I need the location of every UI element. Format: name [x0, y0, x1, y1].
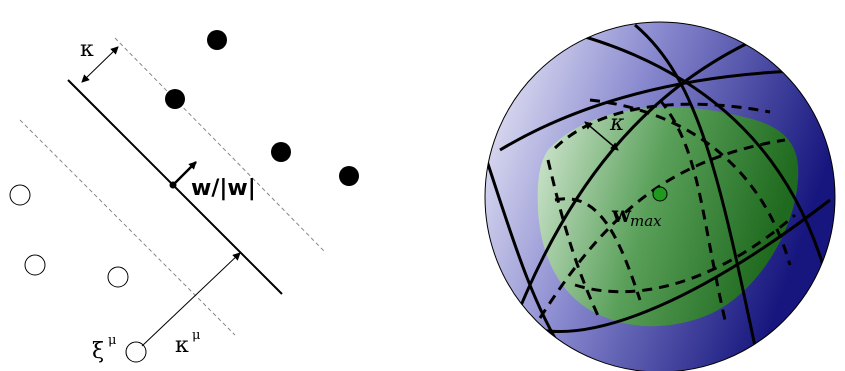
xi-superscript: μ — [108, 333, 116, 348]
version-space-panel: κ w max — [485, 22, 840, 371]
kappa-mu-superscript: μ — [192, 328, 200, 343]
kappa-mu-label: κ — [175, 333, 189, 358]
kappa-label: κ — [80, 37, 94, 62]
wmax-label: w — [611, 202, 632, 228]
wmax-point — [653, 187, 667, 201]
positive-point — [165, 89, 185, 109]
margin-line-upper — [115, 38, 325, 252]
negative-point — [25, 255, 45, 275]
positive-point — [271, 142, 291, 162]
kappa-mu-arrow — [142, 253, 240, 346]
wmax-subscript: max — [630, 212, 662, 230]
margin-line-lower — [20, 120, 235, 335]
negative-point — [108, 267, 128, 287]
perceptron-panel: κ w/|w| κ μ ξ μ — [10, 30, 359, 364]
sphere-kappa-label: κ — [609, 111, 625, 136]
negative-point — [10, 185, 30, 205]
positive-point — [207, 30, 227, 50]
positive-point — [339, 166, 359, 186]
xi-label: ξ — [92, 339, 104, 364]
weight-vector-label: w/|w| — [191, 176, 256, 201]
